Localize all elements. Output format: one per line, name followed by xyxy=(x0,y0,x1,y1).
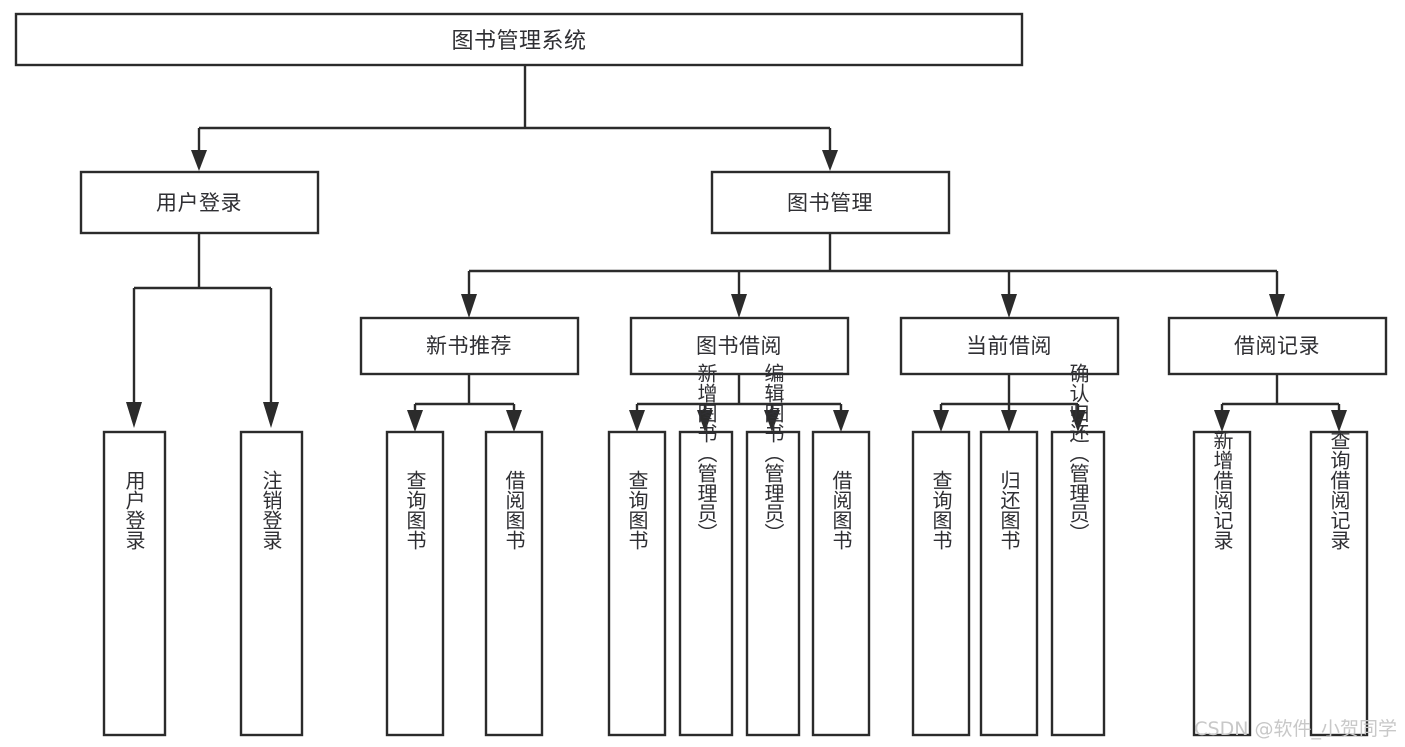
arrow-head-bb-leaf-2 xyxy=(697,410,713,432)
leaf-user-login-logout[interactable]: 注销登录 xyxy=(239,430,304,737)
leaf-new-book-borrow-box[interactable] xyxy=(484,430,544,737)
leaf-book-borrow-add-box[interactable] xyxy=(678,430,734,737)
leaf-user-login-login-box[interactable] xyxy=(102,430,167,737)
leaf-borrow-record-query-box[interactable] xyxy=(1309,430,1369,737)
node-new-book-recommend-box[interactable] xyxy=(359,316,580,376)
leaf-current-borrow-confirm[interactable]: 确认归还（管理员） xyxy=(1050,363,1106,737)
leaf-book-borrow-edit[interactable]: 编辑图书（管理员） xyxy=(745,363,801,737)
leaf-new-book-borrow[interactable]: 借阅图书 xyxy=(484,430,544,737)
arrow-head-bb-leaf-3 xyxy=(764,410,780,432)
node-current-borrow-label: 当前借阅 xyxy=(966,334,1052,358)
leaf-book-borrow-query-box[interactable] xyxy=(607,430,667,737)
arrow-head-borrow-record xyxy=(1269,294,1285,318)
node-new-book-recommend-label: 新书推荐 xyxy=(426,334,512,358)
arrow-head-book-manage xyxy=(822,150,838,171)
leaf-book-borrow-query[interactable]: 查询图书 xyxy=(607,430,667,737)
leaf-borrow-record-add-box[interactable] xyxy=(1192,430,1252,737)
node-root-label: 图书管理系统 xyxy=(451,29,586,54)
leaf-user-login-login-label: 用户登录 xyxy=(122,470,146,550)
node-user-login-label: 用户登录 xyxy=(156,191,242,215)
leaf-borrow-record-add-label: 新增借阅记录 xyxy=(1210,430,1234,550)
leaf-book-borrow-add-label: 新增图书（管理员） xyxy=(694,363,718,543)
leaf-book-borrow-borrow[interactable]: 借阅图书 xyxy=(811,430,871,737)
arrow-head-cb-leaf-1 xyxy=(933,410,949,432)
leaf-current-borrow-query-box[interactable] xyxy=(911,430,971,737)
leaf-new-book-query[interactable]: 查询图书 xyxy=(385,430,445,737)
leaf-current-borrow-confirm-label: 确认归还（管理员） xyxy=(1066,363,1090,543)
leaf-user-login-logout-box[interactable] xyxy=(239,430,304,737)
arrow-head-nb-leaf-1 xyxy=(407,410,423,432)
arrow-head-user-login xyxy=(191,150,207,171)
node-current-borrow-box[interactable] xyxy=(899,316,1120,376)
leaf-user-login-logout-label: 注销登录 xyxy=(259,470,283,550)
leaf-current-borrow-confirm-box[interactable] xyxy=(1050,430,1106,737)
node-book-borrow-box[interactable] xyxy=(629,316,850,376)
arrow-head-new-book xyxy=(461,294,477,318)
arrow-head-leaf-user-login xyxy=(126,402,142,428)
node-borrow-record-label: 借阅记录 xyxy=(1234,334,1320,358)
leaf-new-book-query-label: 查询图书 xyxy=(403,470,427,550)
node-book-manage[interactable]: 图书管理 xyxy=(710,170,951,235)
leaf-borrow-record-add[interactable]: 新增借阅记录 xyxy=(1192,430,1252,737)
csdn-watermark: CSDN @软件_小贺同学 xyxy=(1194,718,1397,740)
node-root-box[interactable] xyxy=(14,12,1024,67)
arrow-head-bb-leaf-4 xyxy=(833,410,849,432)
arrow-head-book-borrow xyxy=(731,294,747,318)
arrow-head-nb-leaf-2 xyxy=(506,410,522,432)
node-current-borrow[interactable]: 当前借阅 xyxy=(899,316,1120,376)
arrow-head-cb-leaf-3 xyxy=(1070,410,1086,432)
leaf-book-borrow-borrow-box[interactable] xyxy=(811,430,871,737)
leaf-current-borrow-query-label: 查询图书 xyxy=(929,470,953,550)
leaf-new-book-query-box[interactable] xyxy=(385,430,445,737)
node-root[interactable]: 图书管理系统 xyxy=(14,12,1024,67)
node-book-manage-label: 图书管理 xyxy=(787,191,873,215)
leaf-book-borrow-query-label: 查询图书 xyxy=(625,470,649,550)
leaf-borrow-record-query-label: 查询借阅记录 xyxy=(1327,430,1351,550)
leaf-current-borrow-query[interactable]: 查询图书 xyxy=(911,430,971,737)
node-book-manage-box[interactable] xyxy=(710,170,951,235)
arrow-head-br-leaf-2 xyxy=(1331,410,1347,432)
arrow-head-br-leaf-1 xyxy=(1214,410,1230,432)
leaf-current-borrow-return-box[interactable] xyxy=(979,430,1039,737)
leaf-current-borrow-return-label: 归还图书 xyxy=(997,470,1021,550)
leaf-book-borrow-borrow-label: 借阅图书 xyxy=(829,470,853,550)
leaf-new-book-borrow-label: 借阅图书 xyxy=(502,470,526,550)
node-book-borrow[interactable]: 图书借阅 xyxy=(629,316,850,376)
node-book-borrow-label: 图书借阅 xyxy=(696,334,782,358)
node-borrow-record-box[interactable] xyxy=(1167,316,1388,376)
leaf-book-borrow-edit-box[interactable] xyxy=(745,430,801,737)
node-borrow-record[interactable]: 借阅记录 xyxy=(1167,316,1388,376)
leaf-current-borrow-return[interactable]: 归还图书 xyxy=(979,430,1039,737)
connector-layer xyxy=(126,65,1347,432)
arrow-head-bb-leaf-1 xyxy=(629,410,645,432)
leaf-book-borrow-edit-label: 编辑图书（管理员） xyxy=(761,363,785,543)
leaf-user-login-login[interactable]: 用户登录 xyxy=(102,430,167,737)
node-user-login-box[interactable] xyxy=(79,170,320,235)
arrow-head-current-borrow xyxy=(1001,294,1017,318)
leaf-book-borrow-add[interactable]: 新增图书（管理员） xyxy=(678,363,734,737)
arrow-head-leaf-logout xyxy=(263,402,279,428)
arrow-head-cb-leaf-2 xyxy=(1001,410,1017,432)
leaf-borrow-record-query[interactable]: 查询借阅记录 xyxy=(1309,430,1369,737)
node-user-login[interactable]: 用户登录 xyxy=(79,170,320,235)
node-new-book-recommend[interactable]: 新书推荐 xyxy=(359,316,580,376)
